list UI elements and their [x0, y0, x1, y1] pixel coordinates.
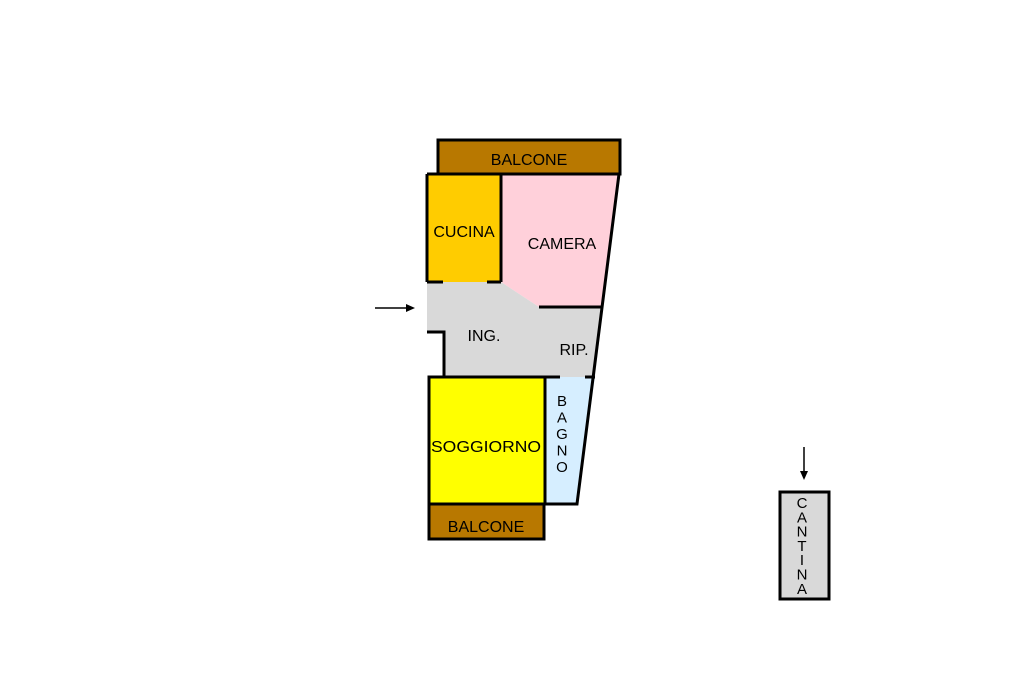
- bagno-label-letter: B: [557, 393, 567, 410]
- cantina-label-letter: N: [797, 567, 808, 584]
- balcone-bottom-room: [427, 502, 546, 541]
- cucina-label: CUCINA: [433, 224, 495, 241]
- cantina-label-letter: C: [797, 495, 808, 512]
- ripostiglio-label: RIP.: [559, 342, 588, 359]
- bagno-label-letter: G: [556, 426, 568, 443]
- cantina-label-letter: T: [797, 538, 806, 555]
- ingresso-label: ING.: [468, 328, 501, 345]
- balcone-bottom-label: BALCONE: [448, 519, 524, 536]
- cucina-room: [427, 174, 501, 282]
- camera-room: [501, 174, 619, 307]
- camera-label: CAMERA: [528, 236, 597, 253]
- balcone-top-label: BALCONE: [491, 152, 567, 169]
- ingresso-corridor-area: [427, 282, 603, 377]
- cantina-room: [778, 490, 831, 601]
- bagno-label-letter: O: [556, 459, 568, 476]
- cantina-label-letter: I: [800, 552, 804, 569]
- walls: [425, 172, 621, 506]
- soggiorno-label: SOGGIORNO: [431, 439, 541, 456]
- cantina-label-letter: A: [797, 581, 807, 598]
- bagno-room: [545, 377, 595, 504]
- bagno-label-letter: A: [557, 410, 567, 427]
- cantina-label-letter: A: [797, 509, 807, 526]
- cantina-label-letter: N: [797, 524, 808, 541]
- arrow-down-icon: [800, 447, 808, 480]
- arrow-right-icon: [375, 304, 415, 312]
- bagno-label-letter: N: [557, 443, 568, 460]
